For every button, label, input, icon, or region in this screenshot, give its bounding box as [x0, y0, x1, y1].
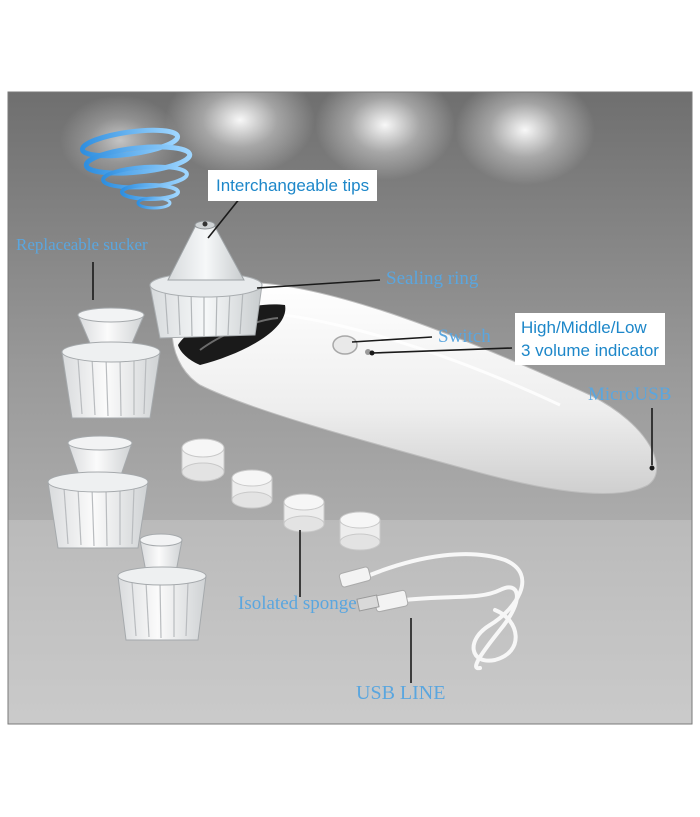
volume-indicator-line1: High/Middle/Low: [521, 318, 647, 337]
volume-indicator-label: High/Middle/Low 3 volume indicator: [515, 313, 665, 365]
suction-swirl-graphic: [79, 127, 193, 210]
replaceable-sucker-label: Replaceable sucker: [16, 235, 148, 254]
leader-lines: [92, 197, 653, 683]
volume-indicator-line2: 3 volume indicator: [521, 341, 659, 360]
interchangeable-tips-label: Interchangeable tips: [208, 170, 378, 201]
blackhead-device: [149, 220, 658, 494]
usb-line-label: USB LINE: [356, 682, 446, 704]
sucker-2: [47, 435, 149, 549]
replaceable-suckers: [47, 307, 207, 641]
isolated-sponge-label: Isolated sponge: [238, 593, 357, 614]
switch-label: Switch: [438, 326, 491, 347]
micro-usb-label: MicroUSB: [588, 384, 672, 405]
sucker-1: [61, 307, 161, 419]
micro-usb-plug: [338, 566, 372, 588]
isolated-sponges: [181, 438, 381, 551]
usb-cable: [368, 552, 525, 671]
usb-a-plug: [356, 589, 409, 613]
sealing-ring-label: Sealing ring: [386, 268, 479, 289]
sucker-3: [117, 533, 207, 641]
power-switch: [332, 335, 358, 355]
